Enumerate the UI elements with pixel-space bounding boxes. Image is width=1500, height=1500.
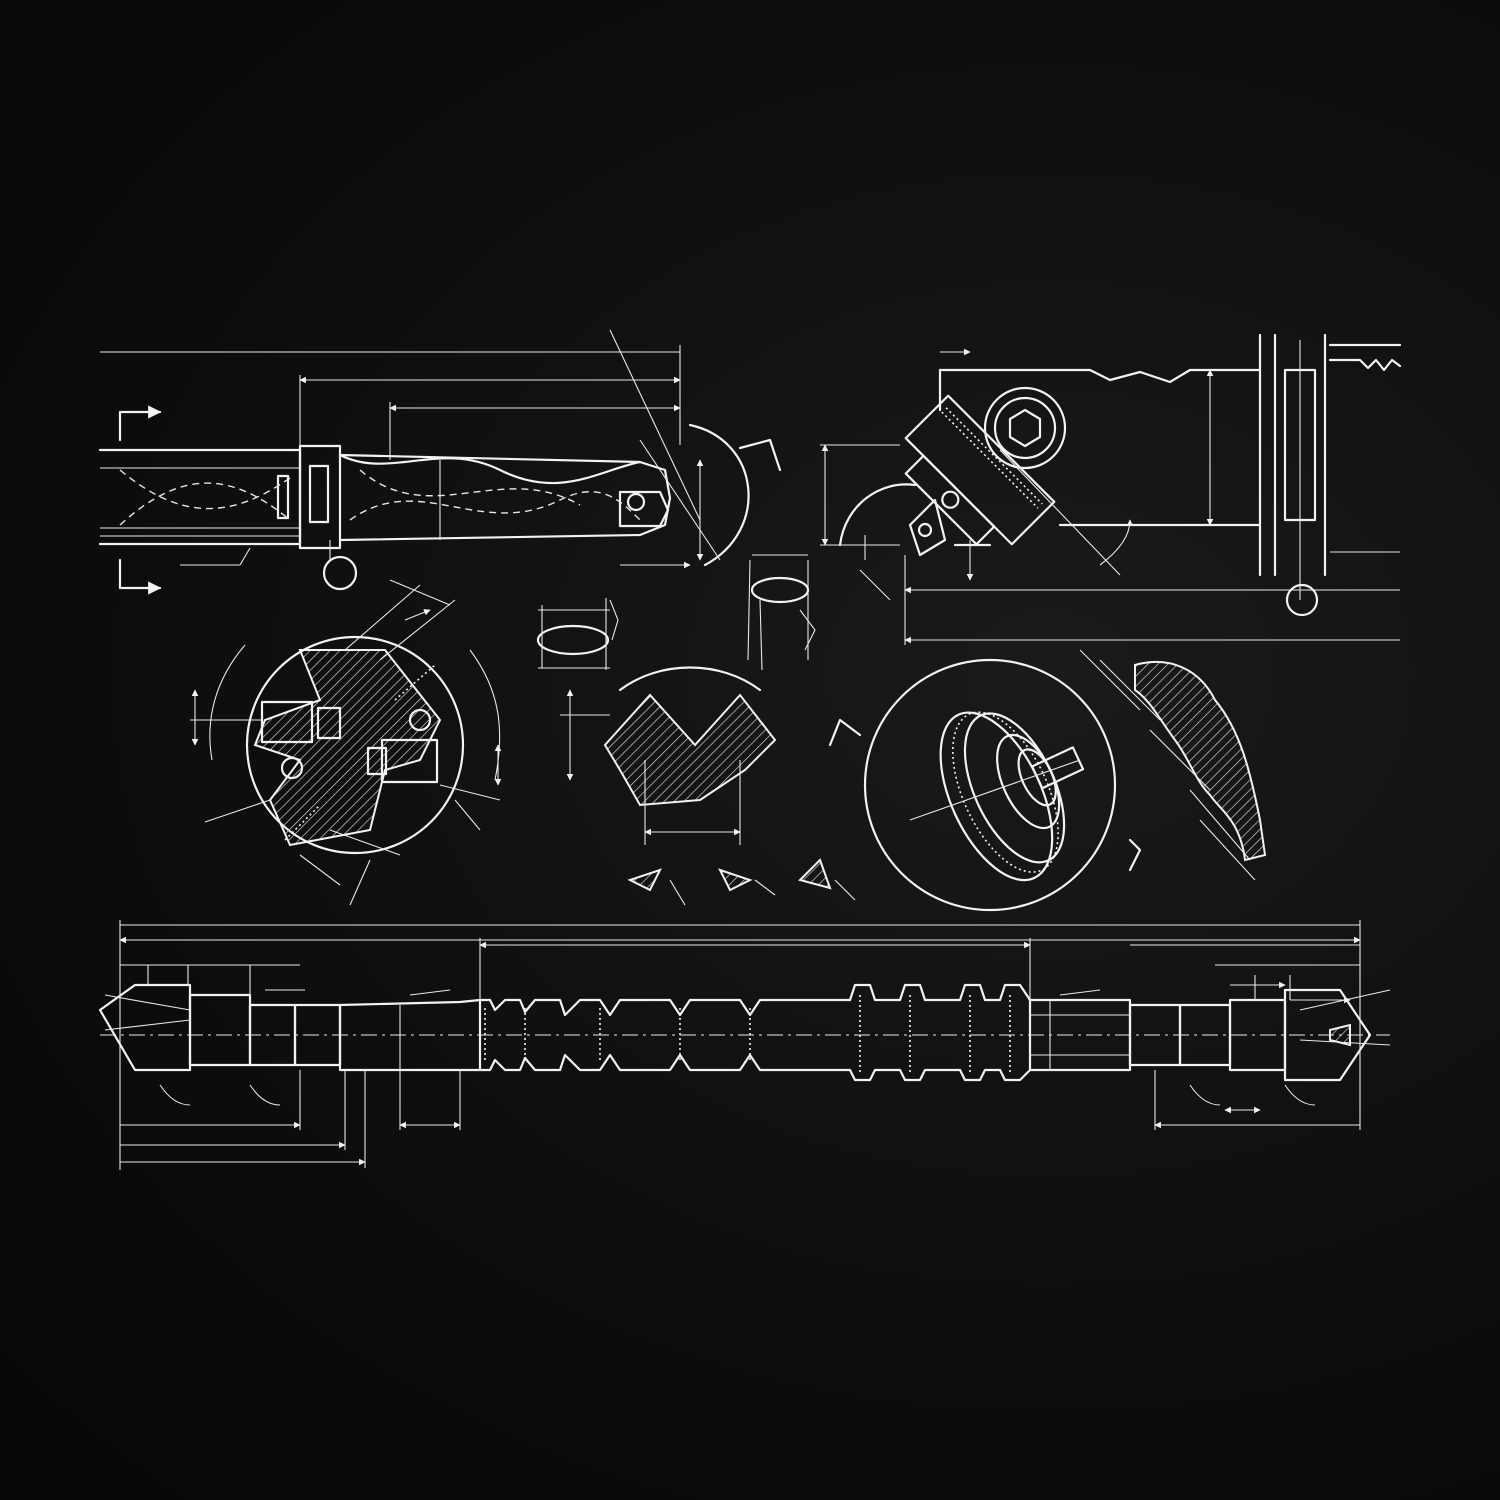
serrated-profile (1079, 649, 1267, 881)
chuck-drawing (190, 579, 502, 906)
profile-details (536, 554, 816, 671)
live-tool-drawing (828, 658, 1142, 912)
drill-drawing (98, 329, 782, 595)
shaft-drawing (98, 920, 1391, 1170)
v-groove-section (560, 666, 856, 906)
turning-holder-drawing (820, 333, 1402, 645)
